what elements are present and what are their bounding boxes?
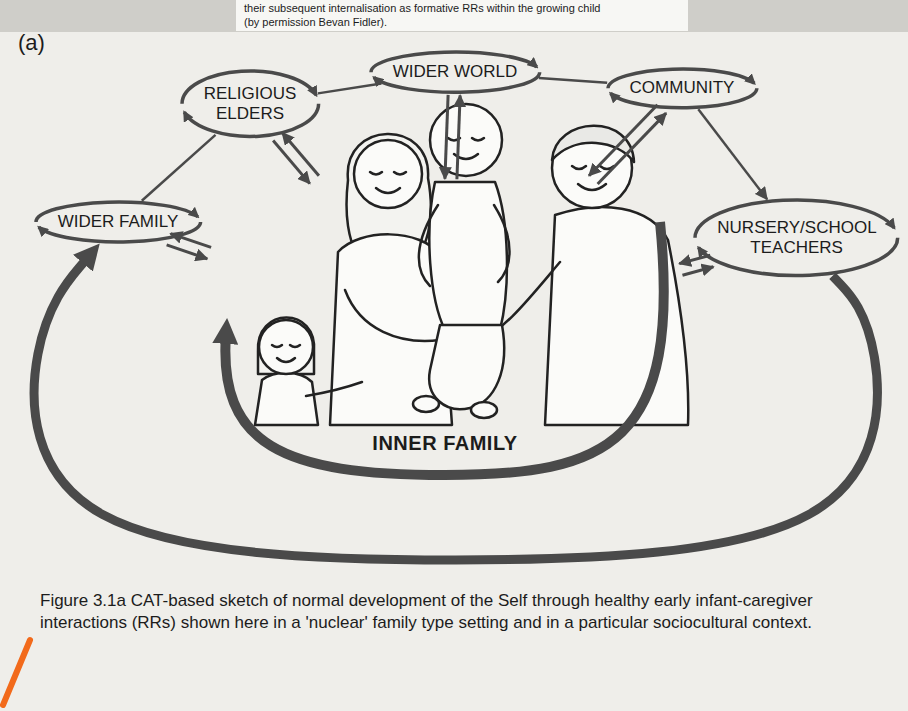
exchange-arrow [598,113,666,184]
panel-label: (a) [18,30,45,56]
page-edge [0,0,908,32]
exchange-arrows [589,105,666,184]
exchange-arrow [589,105,657,176]
exchange-arrow [167,245,208,259]
node-label: COMMUNITY [630,78,735,98]
permission-note: (by permission Bevan Fidler). [244,16,387,28]
link-line [142,135,216,201]
label-holder: (a) [18,30,45,56]
connector-line [318,83,382,93]
exchange-arrow [457,95,460,179]
node-label: RELIGIOUS ELDERS [204,84,297,125]
previous-caption-strip [236,0,688,31]
connector-line [539,78,607,83]
exchange-arrow [273,140,310,183]
inner-loop-band [225,222,663,475]
outer-loop-band [34,255,877,560]
figure-caption: Figure 3.1a CAT-based sketch of normal d… [40,590,876,635]
label-holder: their subsequent internalisation as form… [244,2,600,14]
relationship-loop: WIDER FAMILY [32,198,205,246]
relationship-loop: NURSERY/SCHOOL TEACHERS [691,196,902,280]
node-label: NURSERY/SCHOOL TEACHERS [717,218,876,259]
family-figures [255,104,688,425]
connector-line [142,135,216,201]
exchange-arrow [682,267,713,275]
relationship-loop: RELIGIOUS ELDERS [178,67,323,140]
group-label: INNER FAMILY [366,431,523,455]
exchange-arrows [445,95,460,179]
relationship-loop: COMMUNITY [604,65,761,112]
family-loop: INNER FAMILY [212,182,678,485]
orange-mark [3,640,30,705]
label-holder: (by permission Bevan Fidler). [244,16,387,28]
node-label: WIDER WORLD [393,62,518,82]
exchange-arrow [445,95,448,179]
previous-caption-fragment: their subsequent internalisation as form… [244,2,600,14]
link-arrow [698,109,767,199]
caption-holder: Figure 3.1a CAT-based sketch of normal d… [40,590,876,635]
link-line [318,83,382,93]
exchange-arrows [273,133,319,184]
connector-line [698,109,767,199]
relationship-loop: WIDER WORLD [367,48,544,96]
link-line [539,78,607,83]
exchange-arrow [282,133,319,176]
link-arrow [34,255,877,560]
node-label: WIDER FAMILY [58,212,179,232]
